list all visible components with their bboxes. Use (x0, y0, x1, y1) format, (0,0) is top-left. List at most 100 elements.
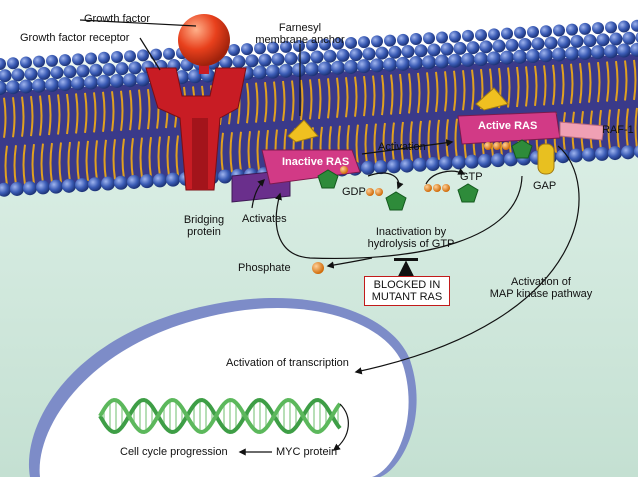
lipid-head (0, 69, 12, 83)
label-growth-factor-receptor: Growth factor receptor (20, 32, 130, 44)
lipid-tail (390, 74, 395, 163)
lipid-head (280, 40, 292, 53)
lipid-head (124, 50, 136, 63)
lipid-head (387, 159, 401, 174)
lipid-head (45, 77, 59, 92)
lipid-head (46, 54, 58, 67)
lipid-head (375, 46, 389, 60)
lipid-head (397, 33, 409, 46)
label-activates: Activates (242, 213, 287, 225)
lipid-head (487, 51, 501, 66)
lipid-head (89, 63, 103, 77)
lipid-head (37, 66, 51, 80)
lipid-head (11, 68, 25, 82)
lipid-tail (246, 83, 251, 172)
gap-protein (537, 143, 555, 175)
lipid-tail (57, 94, 62, 183)
lipid-head (635, 32, 638, 43)
lipid-head (75, 178, 89, 193)
lipid-head (358, 36, 370, 49)
lipid-head (63, 65, 77, 79)
lipid-head (23, 181, 37, 196)
label-bridging-line2: protein (187, 226, 221, 238)
lipid-head (605, 21, 617, 34)
lipid-head (293, 40, 305, 53)
lipid-head (401, 45, 415, 59)
lipid-head (435, 54, 449, 69)
label-active-ras: Active RAS (478, 120, 538, 132)
phosphate-molecule (312, 262, 324, 274)
lipid-head (513, 49, 527, 64)
lipid-head (540, 25, 552, 38)
lipid-head (349, 48, 363, 62)
raf1-kinase (559, 121, 605, 141)
lipid-head (76, 64, 90, 78)
lipid-tail (84, 92, 89, 182)
lipid-head (163, 47, 175, 60)
lipid-head (439, 156, 453, 171)
lipid-head (266, 64, 280, 79)
lipid-head (219, 55, 233, 69)
lipid-tail (147, 88, 152, 178)
lipid-head (595, 146, 609, 161)
growth-factor (178, 14, 230, 74)
lipid-head (36, 180, 50, 195)
label-activation: Activation (378, 141, 426, 153)
lipid-head (166, 172, 180, 187)
lipid-head (504, 152, 518, 167)
lipid-head (579, 22, 591, 35)
lipid-head (88, 177, 102, 192)
lipid-head (279, 63, 293, 78)
lipid-head (98, 51, 110, 64)
lipid-head (570, 34, 584, 48)
lipid-head (501, 27, 513, 40)
lipid-head (526, 49, 540, 64)
lipid-head (631, 19, 638, 32)
lipid-head (591, 45, 605, 60)
label-raf1: RAF-1 (602, 124, 634, 136)
lipid-tail (354, 76, 359, 165)
lipid-head (539, 48, 553, 63)
lipid-tail (417, 72, 422, 162)
lipid-head (344, 59, 358, 74)
lipid-head (292, 63, 306, 78)
lipid-head (114, 175, 128, 190)
blocked-indicator (394, 258, 418, 279)
lipid-head (284, 52, 298, 66)
map-kinase-arrow (354, 145, 580, 375)
lipid-tail (372, 75, 377, 164)
phosphate-release-arrow (326, 257, 373, 269)
lipid-tail (21, 96, 26, 185)
gtp-binding-arrow (425, 168, 466, 185)
lipid-head (20, 56, 32, 69)
lipid-tail (363, 76, 368, 165)
lipid-head (331, 60, 345, 75)
lipid-head (422, 55, 436, 70)
lipid-head (544, 36, 558, 50)
nucleoplasm (39, 308, 409, 477)
lipid-head (413, 157, 427, 172)
lipid-head (228, 43, 240, 56)
lipid-head (396, 56, 410, 71)
inactivation-arrow (274, 175, 523, 260)
lipid-head (59, 54, 71, 67)
lipid-head (475, 29, 487, 42)
free-gdp (366, 188, 407, 211)
lipid-head (110, 73, 124, 88)
label-gdp: GDP (342, 186, 366, 198)
transcription-to-myc-arrow (332, 403, 349, 451)
lipid-tail (633, 59, 638, 149)
label-map-kinase: Activation of MAP kinase pathway (476, 276, 606, 300)
label-blocked-in-mutant-ras: BLOCKED IN MUTANT RAS (364, 276, 450, 306)
lipid-head (527, 26, 539, 39)
lipid-head (128, 61, 142, 75)
active-ras-protein (457, 87, 605, 175)
lipid-head (462, 29, 474, 42)
lipid-head (427, 43, 441, 57)
lipid-head (565, 46, 579, 61)
lipid-head (188, 69, 202, 84)
lipid-head (461, 52, 475, 67)
lipid-head (24, 67, 38, 81)
lipid-tail (48, 94, 53, 184)
lipid-head (553, 24, 565, 37)
